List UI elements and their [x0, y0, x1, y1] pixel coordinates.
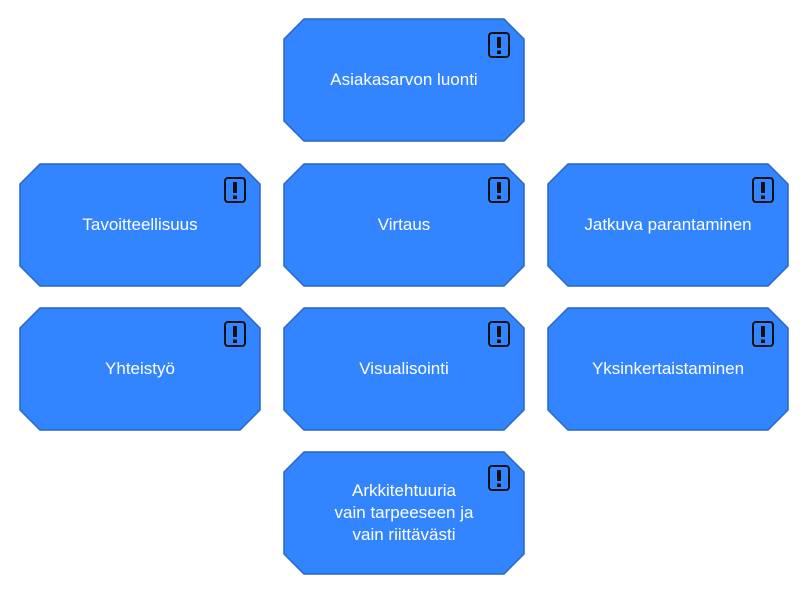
octagon-shape: [283, 451, 525, 575]
octagon-shape: [19, 163, 261, 287]
node-label: Asiakasarvon luonti: [330, 70, 478, 89]
node-label: Jatkuva parantaminen: [584, 215, 752, 234]
exclamation-box-icon: [224, 177, 246, 203]
octagon-shape: [547, 163, 789, 287]
node-label: Yhteistyö: [105, 359, 175, 378]
exclamation-box-icon: [488, 177, 510, 203]
exclamation-box-icon: [752, 321, 774, 347]
octagon-shape: [283, 307, 525, 431]
octagon-shape: [19, 307, 261, 431]
node-label: Tavoitteellisuus: [82, 215, 198, 234]
octagon-shape: [547, 307, 789, 431]
node-yhteistyo[interactable]: Yhteistyö: [19, 307, 261, 431]
octagon-shape: [283, 18, 525, 142]
octagon-shape: [283, 163, 525, 287]
node-asiakasarvon-luonti[interactable]: Asiakasarvon luonti: [283, 18, 525, 142]
node-label: Visualisointi: [359, 359, 449, 378]
exclamation-box-icon: [224, 321, 246, 347]
node-arkkitehtuuria[interactable]: Arkkitehtuuria vain tarpeeseen ja vain r…: [283, 451, 525, 575]
exclamation-box-icon: [488, 321, 510, 347]
node-label: Yksinkertaistaminen: [591, 359, 745, 378]
node-label: Virtaus: [377, 215, 431, 234]
node-virtaus[interactable]: Virtaus: [283, 163, 525, 287]
node-label: Arkkitehtuuria vain tarpeeseen ja vain r…: [334, 481, 474, 544]
exclamation-box-icon: [488, 32, 510, 58]
node-tavoitteellisuus[interactable]: Tavoitteellisuus: [19, 163, 261, 287]
node-yksinkertaistaminen[interactable]: Yksinkertaistaminen: [547, 307, 789, 431]
node-jatkuva-parantaminen[interactable]: Jatkuva parantaminen: [547, 163, 789, 287]
node-visualisointi[interactable]: Visualisointi: [283, 307, 525, 431]
exclamation-box-icon: [752, 177, 774, 203]
exclamation-box-icon: [488, 465, 510, 491]
